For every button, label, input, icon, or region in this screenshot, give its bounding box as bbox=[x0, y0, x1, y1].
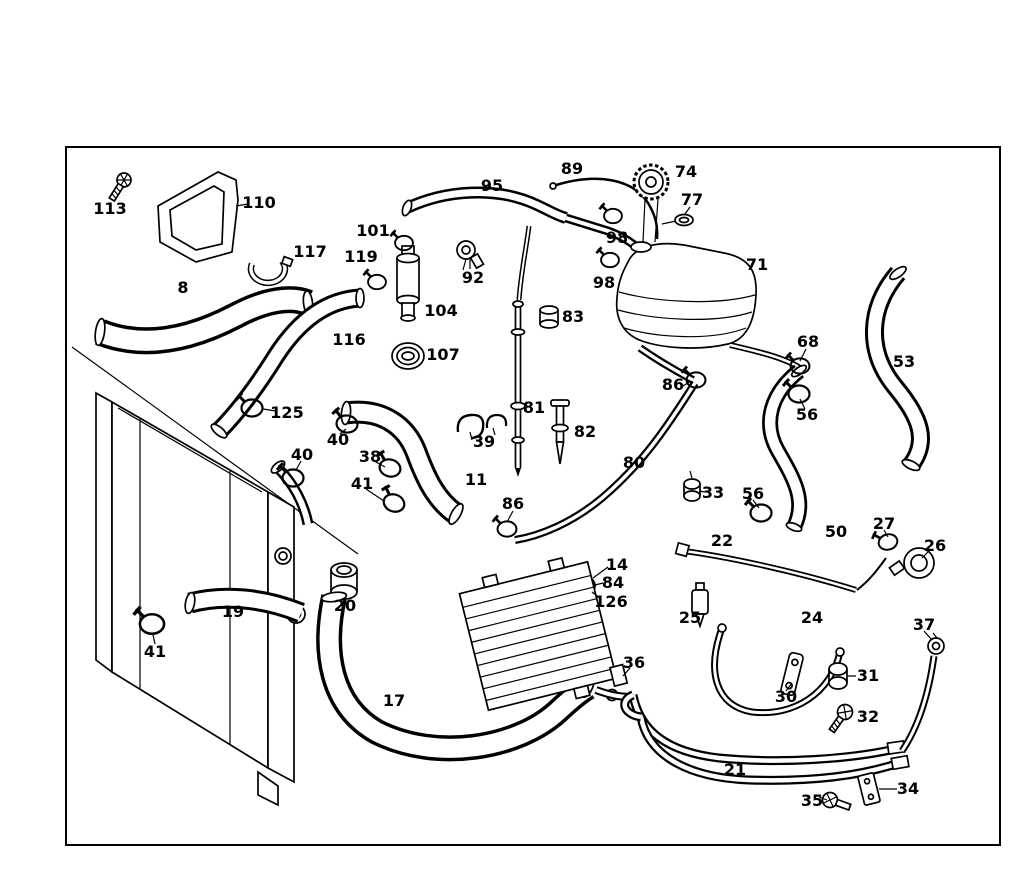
clamp-117 bbox=[247, 255, 294, 287]
hose-19 bbox=[184, 592, 301, 614]
expansion-tank-71 bbox=[615, 198, 800, 380]
valve-82 bbox=[550, 399, 570, 465]
pipe-22 bbox=[674, 541, 887, 590]
bushing-83 bbox=[539, 305, 559, 329]
bracket-30 bbox=[780, 651, 804, 697]
valve-25 bbox=[691, 582, 709, 629]
bleed-pipe-81 bbox=[510, 300, 526, 477]
leader-lines bbox=[152, 203, 933, 801]
bolt-32 bbox=[828, 703, 854, 734]
bracket-110 bbox=[157, 171, 239, 263]
hose-53 bbox=[874, 264, 921, 472]
hose-95 bbox=[401, 193, 644, 300]
pipe-assembly-21 bbox=[625, 695, 910, 780]
hose-50 bbox=[770, 363, 808, 533]
vent-hose-89 bbox=[549, 177, 659, 241]
bolt-35 bbox=[821, 791, 852, 812]
hose-11 bbox=[341, 401, 466, 526]
cap-74 bbox=[632, 163, 670, 201]
clamp-31 bbox=[828, 662, 848, 690]
hose-24 bbox=[715, 623, 845, 713]
hose-116 bbox=[209, 287, 364, 441]
plate-34 bbox=[857, 772, 881, 806]
sensor-26 bbox=[888, 547, 935, 579]
bolt-113 bbox=[108, 172, 132, 203]
oil-cooler bbox=[458, 556, 618, 712]
pipe-37 bbox=[902, 632, 945, 751]
seal-77 bbox=[674, 213, 694, 227]
grommet-107 bbox=[391, 342, 425, 370]
clips-39 bbox=[456, 413, 508, 441]
sensor-92 bbox=[456, 240, 485, 271]
clip-33 bbox=[683, 470, 701, 502]
